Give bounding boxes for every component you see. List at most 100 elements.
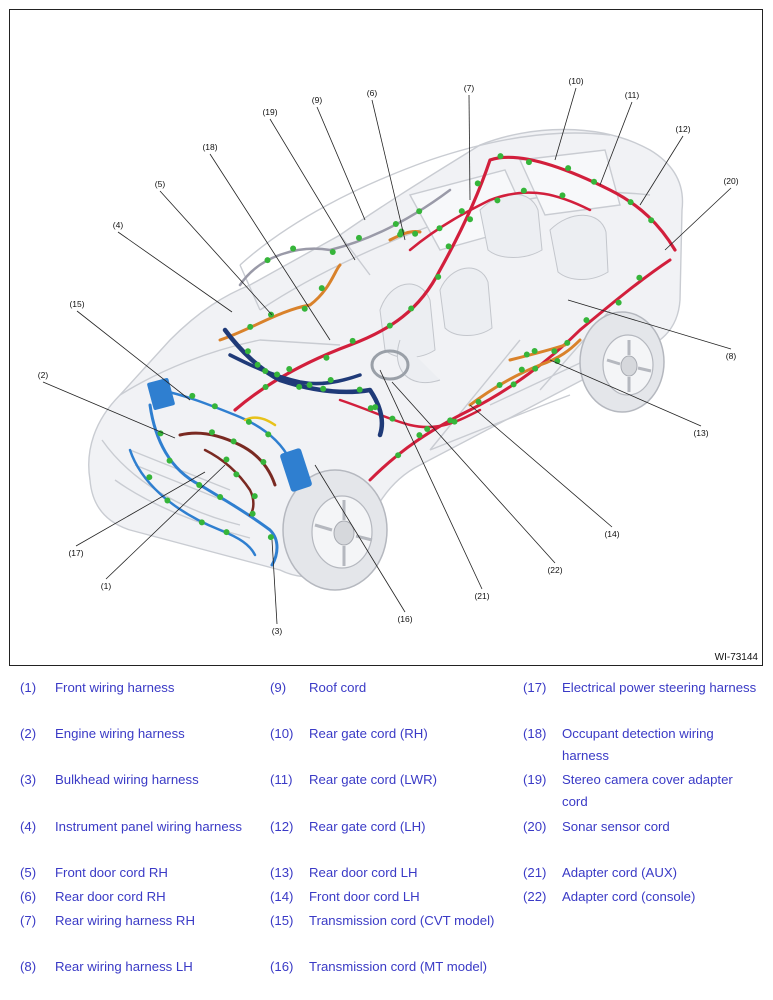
legend-number: (12) xyxy=(270,819,294,834)
legend-label: Rear wiring harness RH xyxy=(55,913,195,928)
harness-engine xyxy=(178,431,277,487)
connector-dot xyxy=(518,366,525,373)
connector-dot xyxy=(264,257,271,264)
connector-dot xyxy=(408,305,415,312)
connector-dot xyxy=(445,243,452,250)
legend-item: (4)Instrument panel wiring harness xyxy=(20,816,270,860)
legend-number: (19) xyxy=(523,772,547,787)
seats xyxy=(379,193,609,384)
legend-item: (10)Rear gate cord (RH) xyxy=(270,723,520,767)
connector-dot xyxy=(146,474,153,481)
connector-dot xyxy=(254,361,261,368)
connector-dot xyxy=(458,208,465,215)
wiring-diagram-figure: (1)(2)(3)(4)(5)(6)(7)(8)(9)(10)(11)(12)(… xyxy=(9,9,763,666)
legend-label: Stereo camera cover adapter cord xyxy=(562,772,733,809)
legend-item: (12)Rear gate cord (LH) xyxy=(270,816,520,860)
callout-leader-1 xyxy=(105,464,226,580)
harness-roof xyxy=(238,188,452,287)
callout-label-14: (14) xyxy=(604,529,619,539)
connector-dot xyxy=(166,457,173,464)
legend-number: (8) xyxy=(20,959,37,974)
connector-dot xyxy=(386,322,393,329)
harness-door1 xyxy=(218,263,342,342)
connector-dot xyxy=(389,415,396,422)
connector-dot xyxy=(412,230,419,237)
connector-dot xyxy=(436,225,443,232)
legend-number: (20) xyxy=(523,819,547,834)
connector-dot xyxy=(467,216,474,223)
callout-label-1: (1) xyxy=(101,581,112,591)
legend-number: (10) xyxy=(270,726,294,741)
callout-leader-18 xyxy=(209,153,331,341)
legend-item: (7) Rear wiring harness RH xyxy=(20,910,270,954)
legend-label: Rear wiring harness LH xyxy=(55,959,193,974)
front-wheel xyxy=(282,469,388,591)
connector-dot xyxy=(392,221,399,228)
callout-leader-15 xyxy=(76,310,191,401)
legend-item: (21) Adapter cord (AUX) xyxy=(523,862,773,906)
legend-number: (5) xyxy=(20,865,37,880)
connector-dot xyxy=(615,299,622,306)
legend-label: Bulkhead wiring harness xyxy=(55,772,199,787)
callout-label-10: (10) xyxy=(568,76,583,86)
legend-label: Adapter cord (AUX) xyxy=(562,865,678,880)
connector-dot xyxy=(496,382,503,389)
connector-markers xyxy=(146,153,655,541)
legend-label: Occupant detection wiring harness xyxy=(562,726,714,763)
battery xyxy=(147,378,175,410)
connector-dot xyxy=(260,458,267,465)
callout-leader-8 xyxy=(567,299,732,350)
connector-dot xyxy=(262,367,269,374)
harness-bulk2 xyxy=(228,353,362,386)
legend-item: (20)Sonar sensor cord xyxy=(523,816,773,860)
callout-label-7: (7) xyxy=(464,83,475,93)
legend-number: (21) xyxy=(523,865,547,880)
legend-item: (16)Transmission cord (MT model) xyxy=(270,956,520,1000)
connector-dot xyxy=(416,432,423,439)
callout-label-16: (16) xyxy=(397,614,412,624)
callout-leader-10 xyxy=(554,87,577,161)
legend-item: (3)Bulkhead wiring harness xyxy=(20,769,270,813)
connector-dot xyxy=(627,199,634,206)
callout-leader-11 xyxy=(599,101,633,186)
connector-dot xyxy=(157,430,164,437)
callout-label-22: (22) xyxy=(547,565,562,575)
callout-leader-22 xyxy=(391,381,556,564)
callout-leader-13 xyxy=(549,359,702,427)
callout-label-3: (3) xyxy=(272,626,283,636)
connector-dot xyxy=(274,371,281,378)
callout-label-20: (20) xyxy=(723,176,738,186)
connector-dot xyxy=(306,382,313,389)
legend-number: (2) xyxy=(20,726,37,741)
callout-label-18: (18) xyxy=(202,142,217,152)
connector-dot xyxy=(262,383,269,390)
callout-leader-6 xyxy=(371,99,406,241)
callout-leader-4 xyxy=(117,231,233,313)
connector-dot xyxy=(208,429,215,436)
callout-leader-3 xyxy=(271,539,278,625)
legend-number: (7) xyxy=(20,913,37,928)
connector-dot xyxy=(249,510,256,517)
connector-dot xyxy=(267,534,274,541)
legend-label: Front door cord RH xyxy=(55,865,168,880)
connector-dot xyxy=(268,311,275,318)
legend-item: (6)Rear door cord RH xyxy=(20,886,270,930)
connector-dot xyxy=(320,385,327,392)
connector-dot xyxy=(475,398,482,405)
callout-leader-17 xyxy=(75,471,206,547)
connector-dot xyxy=(395,452,402,459)
connector-dot xyxy=(497,153,504,160)
legend-label: Adapter cord (console) xyxy=(562,889,696,904)
connector-dot xyxy=(636,274,643,281)
connector-dot xyxy=(329,248,336,255)
harness-front xyxy=(148,403,279,567)
connector-dot xyxy=(648,217,655,224)
callout-label-11: (11) xyxy=(625,90,640,100)
callout-label-12: (12) xyxy=(675,124,690,134)
connector-dot xyxy=(286,365,293,372)
legend-item: (2)Engine wiring harness xyxy=(20,723,270,767)
harness-door3 xyxy=(468,338,582,407)
connector-dot xyxy=(327,377,334,384)
legend-label: Transmission cord (MT model) xyxy=(309,959,488,974)
harness-rearLH xyxy=(368,258,672,482)
